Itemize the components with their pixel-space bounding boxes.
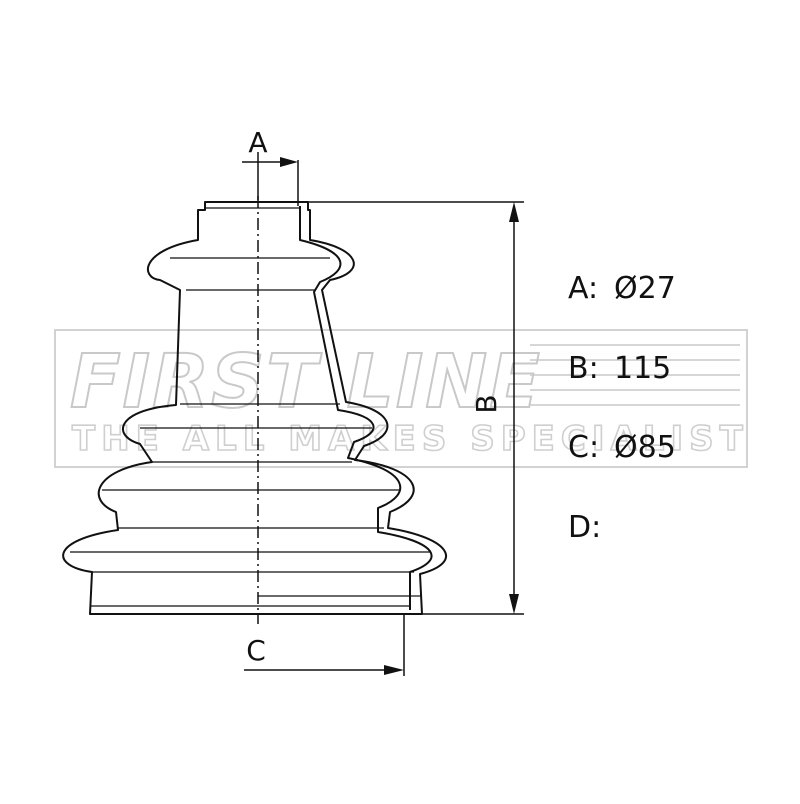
spec-row-d: D: bbox=[568, 510, 601, 545]
arrow-b-down-icon bbox=[509, 594, 519, 614]
spec-label-b: B: bbox=[568, 351, 599, 386]
watermark-stripes bbox=[530, 344, 740, 406]
boot-outline-left bbox=[62, 201, 258, 615]
arrow-c-icon bbox=[384, 665, 404, 675]
spec-value-c: Ø85 bbox=[614, 430, 676, 465]
spec-value-a: Ø27 bbox=[614, 271, 676, 306]
boot-section-inner bbox=[299, 206, 433, 610]
spec-list: A: Ø27 B: 115 C: Ø85 D: bbox=[568, 271, 676, 545]
spec-row-c: C: Ø85 bbox=[568, 430, 676, 465]
watermark: FIRST LINE THE ALL MAKES SPECIALIST bbox=[54, 329, 749, 468]
watermark-frame bbox=[54, 329, 748, 468]
dimension-b bbox=[308, 201, 524, 615]
spec-value-b: 115 bbox=[614, 351, 671, 386]
spec-label-d: D: bbox=[568, 510, 601, 545]
spec-row-a: A: Ø27 bbox=[568, 271, 676, 306]
boot-contour-lines bbox=[70, 207, 258, 607]
dimension-a bbox=[242, 152, 299, 206]
watermark-tagline: THE ALL MAKES SPECIALIST bbox=[72, 419, 749, 459]
dimension-c-label: C bbox=[246, 634, 266, 667]
dimension-c bbox=[244, 614, 405, 676]
boot-section-outer bbox=[258, 201, 447, 615]
boot-section-detail bbox=[258, 207, 430, 607]
spec-label-c: C: bbox=[568, 430, 599, 465]
spec-label-a: A: bbox=[568, 271, 598, 306]
watermark-brand: FIRST LINE bbox=[70, 339, 542, 425]
dimension-a-label: A bbox=[248, 126, 267, 159]
arrow-b-up-icon bbox=[509, 202, 519, 222]
spec-row-b: B: 115 bbox=[568, 351, 671, 386]
dimension-b-label: B bbox=[470, 394, 503, 413]
arrow-a-icon bbox=[280, 157, 298, 167]
